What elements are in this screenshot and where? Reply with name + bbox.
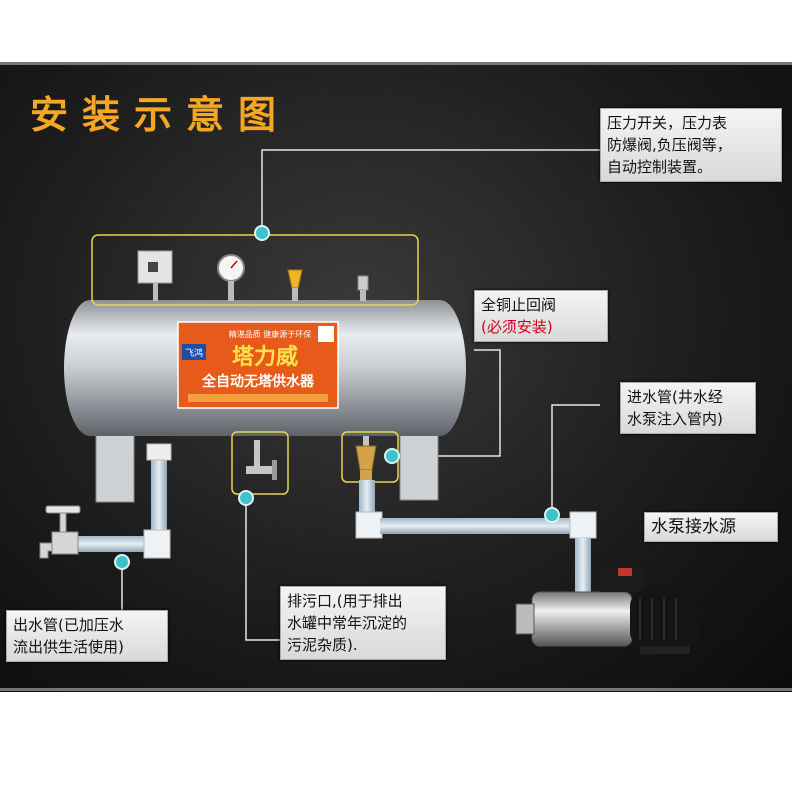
controls-connector-line: [261, 149, 602, 233]
controls-callout: 压力开关，压力表 防爆阀,负压阀等， 自动控制装置。: [600, 108, 782, 182]
top-fittings: [137, 250, 369, 301]
water-pump-icon: [515, 568, 700, 654]
outlet-dot: [114, 554, 130, 570]
outlet-line-1: 出水管(已加压水: [13, 616, 124, 634]
brand-small-text: 飞鸿: [185, 347, 203, 359]
qr-code-icon: [318, 326, 334, 342]
drain-line-2: 水罐中常年沉淀的: [287, 614, 408, 632]
check-valve-connector-line: [392, 349, 501, 457]
brand-name-text: 塔力威: [232, 344, 298, 370]
outlet-pipe: [70, 443, 172, 559]
inlet-dot: [544, 507, 560, 523]
frame-top-border: [0, 62, 792, 65]
explosion-proof-valve-icon: [287, 269, 303, 289]
connector-dots: [114, 225, 560, 570]
check-valve-dot: [384, 448, 400, 464]
pump-source-text: 水泵接水源: [651, 517, 736, 537]
drain-callout: 排污口,(用于排出 水罐中常年沉淀的 污泥杂质).: [280, 586, 446, 660]
drain-connector-line: [245, 498, 280, 641]
slogan-text: 精湛品质 健康源于环保: [229, 329, 312, 339]
vacuum-valve-icon: [357, 275, 369, 291]
drain-highlight-box: [231, 431, 289, 495]
diagram-title: 安装示意图: [30, 93, 291, 137]
tank-label: 飞鸿 精湛品质 健康源于环保 塔力威 全自动无塔供水器: [177, 321, 339, 409]
check-valve-callout: 全铜止回阀 (必须安装): [474, 290, 608, 342]
product-name-text: 全自动无塔供水器: [201, 373, 315, 390]
outlet-callout: 出水管(已加压水 流出供生活使用): [6, 610, 168, 662]
drain-dot: [238, 490, 254, 506]
outlet-line-2: 流出供生活使用): [13, 638, 124, 656]
drain-line-1: 排污口,(用于排出: [287, 592, 403, 610]
inlet-line-2: 水泵注入管内): [627, 410, 723, 428]
controls-line-2: 防爆阀,负压阀等，: [607, 136, 732, 154]
check-valve-icon: [355, 436, 377, 480]
connector-lines: [121, 149, 602, 641]
drain-valve-icon: [246, 440, 277, 480]
controls-dot: [254, 225, 270, 241]
controls-line-1: 压力开关，压力表: [607, 114, 728, 132]
controls-line-3: 自动控制装置。: [607, 158, 713, 176]
frame-bottom-border: [0, 688, 792, 691]
tank-legs: [95, 427, 439, 503]
check-valve-line-1: 全铜止回阀: [481, 296, 557, 314]
inlet-line-1: 进水管(井水经: [627, 388, 723, 406]
pump-source-callout: 水泵接水源: [644, 512, 778, 542]
faucet-icon: [39, 505, 81, 559]
inlet-connector-line: [551, 404, 600, 515]
drain-line-3: 污泥杂质).: [287, 636, 358, 654]
inlet-pipe: [355, 480, 597, 592]
check-valve-line-2: (必须安装): [481, 318, 553, 336]
inlet-pipe-callout: 进水管(井水经 水泵注入管内): [620, 382, 756, 434]
